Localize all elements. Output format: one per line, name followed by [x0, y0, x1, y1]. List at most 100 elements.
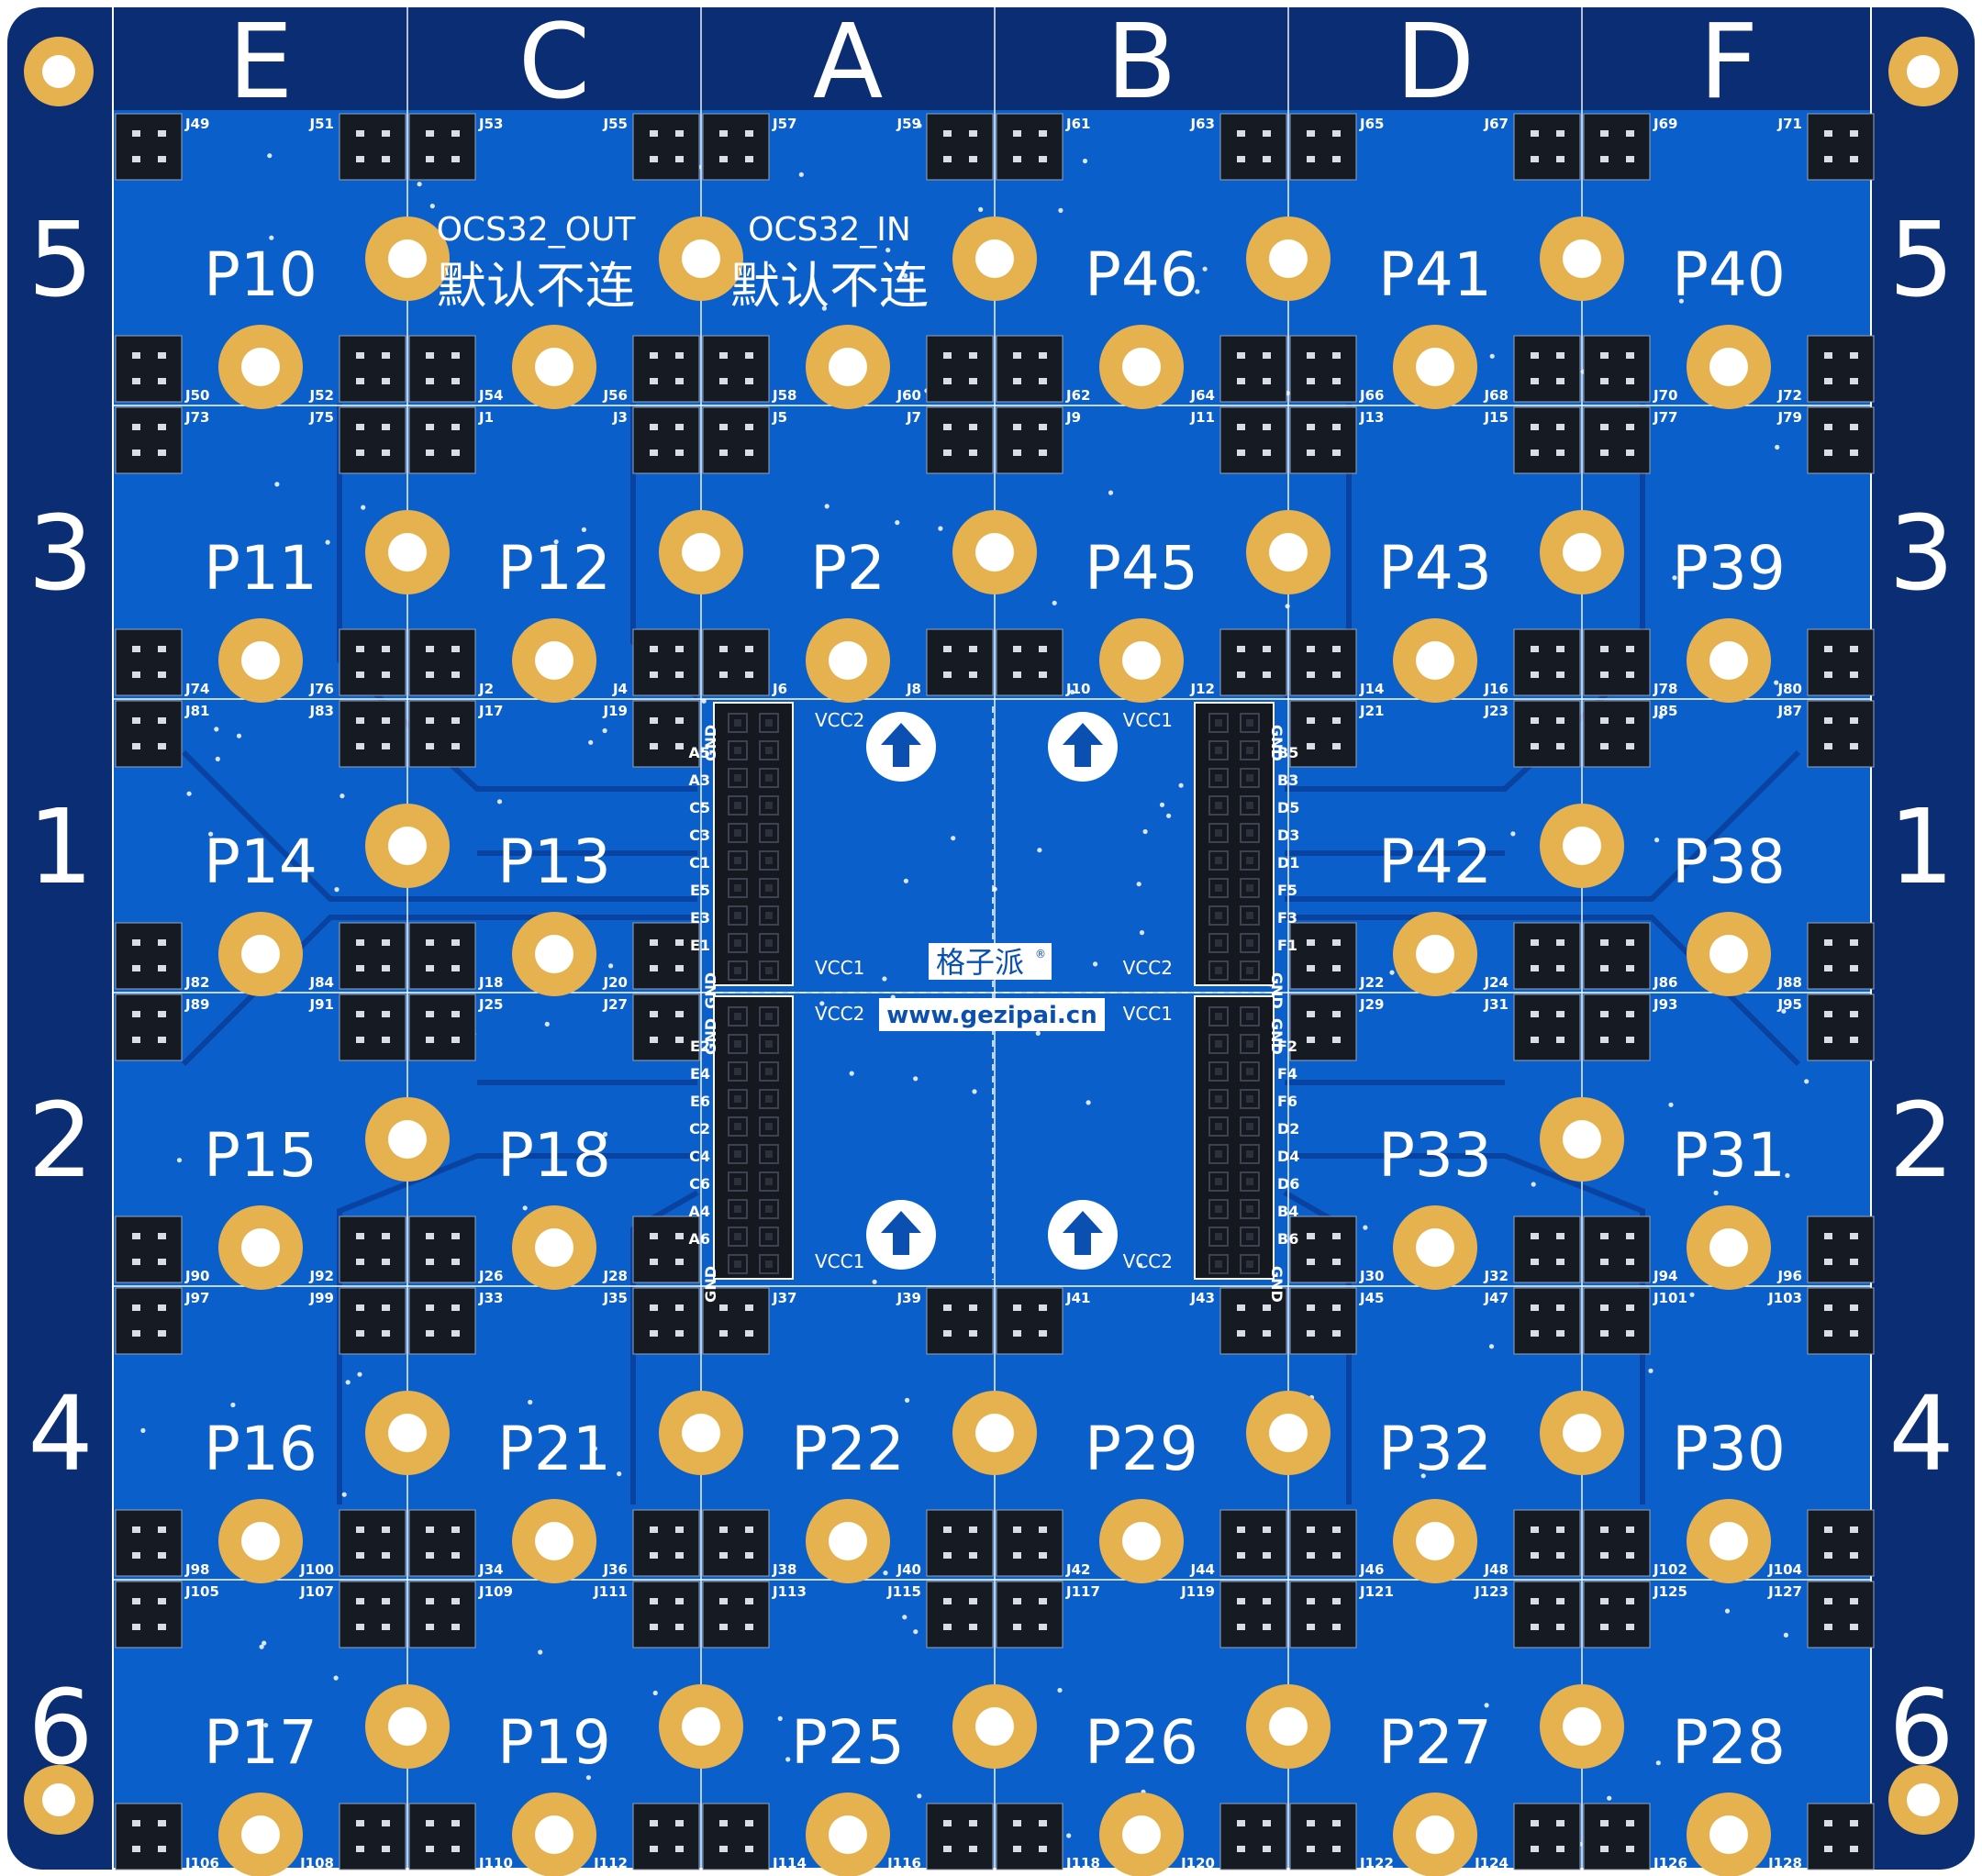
via	[1672, 575, 1677, 581]
connector-body	[1219, 1581, 1287, 1648]
header-pin-label: E1	[690, 937, 710, 954]
cell-label-P26: P26	[1085, 1707, 1198, 1778]
connector-pin	[1332, 1330, 1341, 1337]
row-label-right-3: 3	[1888, 494, 1954, 614]
connector-J80	[1807, 628, 1875, 696]
connector-body	[702, 406, 770, 474]
via	[972, 1089, 977, 1094]
connector-body	[115, 1287, 183, 1355]
via	[1781, 1008, 1787, 1014]
connector-label: J72	[1777, 387, 1802, 404]
header-pin	[1240, 768, 1260, 788]
connector-body	[926, 1287, 994, 1355]
connector-pin	[1824, 646, 1832, 652]
vcc-label: VCC2	[1123, 1250, 1173, 1272]
connector-pin	[1237, 1304, 1245, 1311]
connector-pin	[1332, 1526, 1341, 1533]
connector-body	[1513, 406, 1581, 474]
connector-pin	[719, 1846, 728, 1852]
connector-J93	[1583, 994, 1651, 1061]
connector-pin	[1850, 1598, 1858, 1604]
header-pin	[728, 933, 748, 953]
connector-label: J74	[184, 681, 209, 697]
pad-mid-3-5-hole	[1563, 1120, 1601, 1159]
header-pin-core	[1215, 1205, 1222, 1213]
pad-mid-1-2-hole	[682, 533, 720, 572]
connector-body	[1219, 335, 1287, 403]
via	[902, 1615, 907, 1620]
connector-label: J75	[309, 409, 334, 426]
via	[652, 1690, 658, 1696]
connector-body	[408, 1216, 476, 1283]
connector-body	[926, 406, 994, 474]
connector-pin	[451, 352, 460, 359]
connector-pin	[719, 1330, 728, 1337]
header-pin-core	[765, 802, 773, 809]
via	[1137, 1262, 1143, 1268]
connector-pin	[426, 1037, 434, 1043]
connector-pin	[132, 378, 140, 384]
connector-J73	[115, 406, 183, 474]
connector-pin	[650, 378, 658, 384]
header-pin-core	[765, 747, 773, 754]
connector-pin	[969, 1330, 977, 1337]
connector-label: J14	[1359, 681, 1384, 697]
pad-mid-5-4-hole	[1269, 1707, 1308, 1746]
connector-pin	[382, 1330, 390, 1337]
connector-pin	[426, 352, 434, 359]
connector-pin	[675, 130, 684, 137]
connector-J70	[1583, 335, 1651, 403]
connector-label: J96	[1777, 1268, 1802, 1284]
header-pin-core	[734, 1178, 741, 1185]
connector-body	[1807, 1287, 1875, 1355]
connector-body	[408, 1509, 476, 1577]
connector-pin	[650, 352, 658, 359]
connector-pin	[1850, 1037, 1858, 1043]
connector-label: J103	[1767, 1290, 1802, 1306]
brand-name: 格子派	[936, 945, 1024, 980]
connector-label: J85	[1653, 703, 1677, 719]
header-pin	[728, 1034, 748, 1054]
column-header-band	[114, 7, 1870, 110]
header-pin	[759, 823, 779, 843]
connector-body	[632, 994, 700, 1061]
cell-label-P25: P25	[791, 1707, 905, 1778]
connector-pin	[1824, 743, 1832, 749]
connector-label: J100	[299, 1561, 334, 1578]
connector-pin	[356, 378, 364, 384]
connector-pin	[382, 1304, 390, 1311]
connector-pin	[451, 1037, 460, 1043]
connector-pin	[675, 1037, 684, 1043]
connector-pin	[356, 450, 364, 456]
header-pin-core	[1215, 1068, 1222, 1075]
pad-mid-4-5-hole	[1563, 1414, 1601, 1452]
connector-body	[1289, 406, 1357, 474]
connector-pin	[1556, 1037, 1564, 1043]
connector-pin	[675, 1330, 684, 1337]
via	[1166, 813, 1172, 818]
connector-pin	[1263, 1598, 1271, 1604]
trace-14	[1285, 1153, 1645, 1504]
connector-body	[1513, 700, 1581, 768]
connector-pin	[1531, 130, 1539, 137]
connector-pin	[426, 1820, 434, 1826]
pad-bottom-2-5-hole	[1709, 935, 1748, 973]
via	[1058, 207, 1063, 213]
connector-pin	[1600, 130, 1609, 137]
connector-pin	[1531, 965, 1539, 971]
connector-pin	[1039, 672, 1047, 678]
connector-label: J50	[184, 387, 209, 404]
connector-J33	[408, 1287, 476, 1355]
connector-body	[1219, 406, 1287, 474]
connector-body	[1513, 628, 1581, 696]
connector-pin	[158, 1304, 166, 1311]
connector-pin	[158, 130, 166, 137]
header-pin-label: C4	[689, 1148, 710, 1165]
connector-J58	[702, 335, 770, 403]
connector-body	[1289, 113, 1357, 181]
connector-body	[1583, 1216, 1651, 1283]
header-pin-core	[1215, 774, 1222, 782]
connector-pin	[1263, 646, 1271, 652]
connector-pin	[1013, 1304, 1021, 1311]
connector-label: J109	[478, 1583, 513, 1600]
